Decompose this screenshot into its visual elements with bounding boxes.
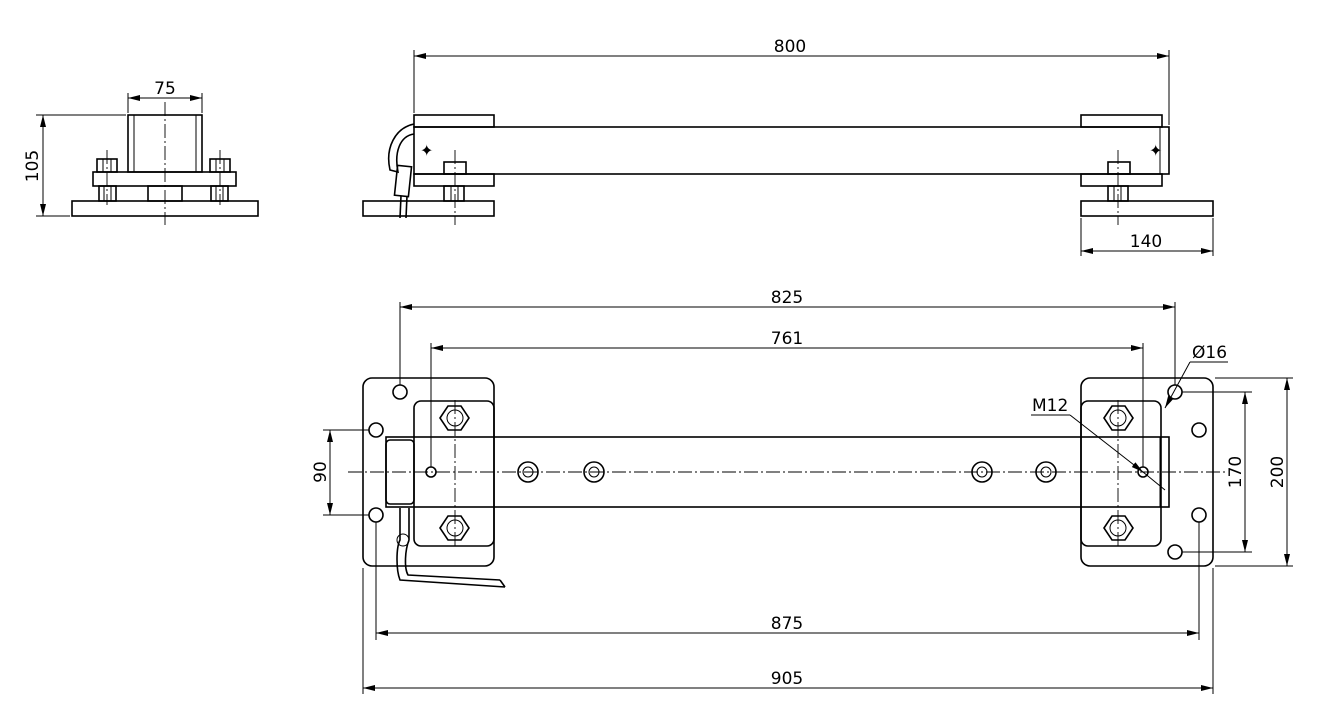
front-view: 75 105 [23,79,259,225]
svg-text:✦: ✦ [420,141,433,160]
svg-text:✦: ✦ [1149,141,1162,160]
dim-hole-diameter: Ø16 [1192,343,1227,363]
dim-width-875: 875 [771,614,803,634]
dim-front-width: 75 [154,79,176,99]
dim-front-height: 105 [23,150,43,182]
dim-width-905: 905 [771,669,803,689]
dim-top-825: 825 [771,288,803,308]
side-view: ✦ ✦ 800 140 [362,37,1214,256]
dim-side-length: 800 [774,37,806,57]
dim-height-170: 170 [1226,456,1246,488]
dim-spacing-90: 90 [311,461,331,483]
dim-side-base: 140 [1130,232,1162,252]
dim-top-761: 761 [771,329,803,349]
top-view: 825 761 Ø16 M12 90 170 200 875 [311,288,1293,694]
dim-thread: M12 [1032,396,1068,416]
hex-bolts [439,405,1134,541]
dim-height-200: 200 [1268,456,1288,488]
